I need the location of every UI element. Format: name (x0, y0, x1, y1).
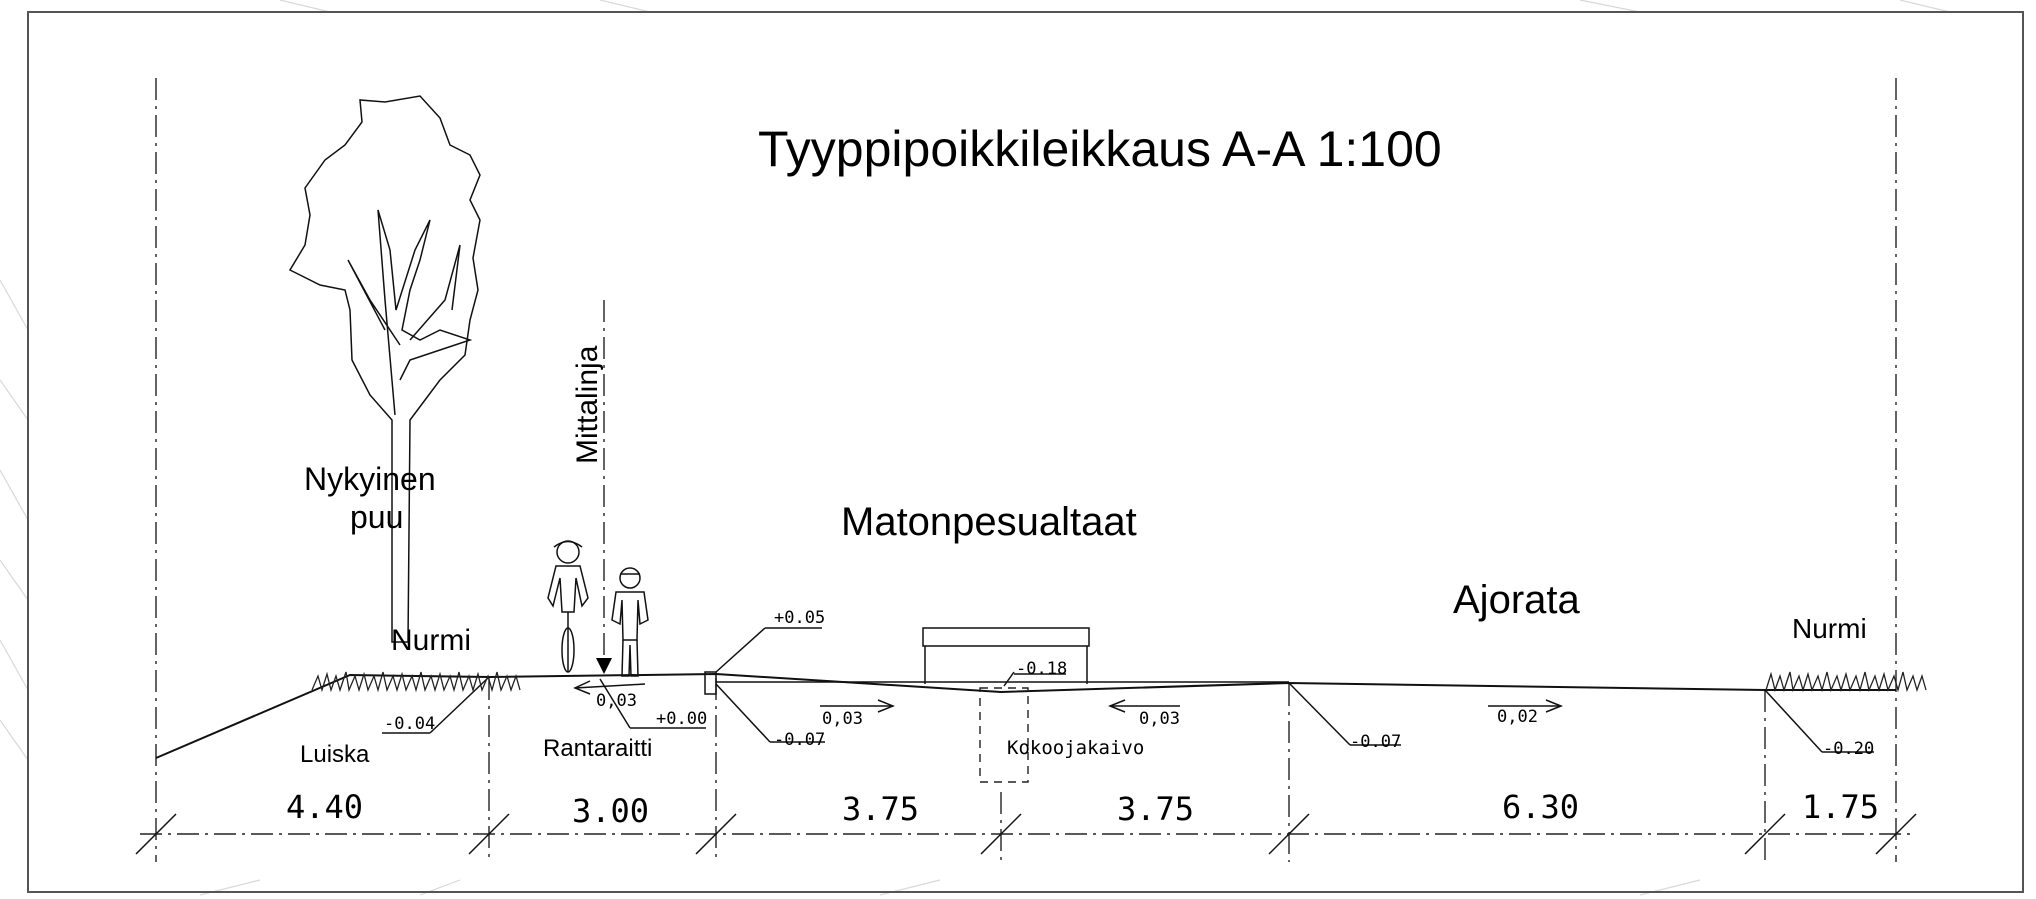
rantaraitti-label: Rantaraitti (543, 735, 652, 762)
dimension-value: 1.75 (1802, 788, 1879, 826)
elevation-label: -0.04 (384, 714, 435, 734)
luiska-label: Luiska (300, 741, 370, 768)
elevation-labels: -0.04 +0.00 +0.05 -0.07 -0.18 -0.07 -0.2… (382, 608, 1874, 759)
ajorata-label: Ajorata (1453, 578, 1580, 622)
dimension-value: 6.30 (1502, 788, 1579, 826)
pedestrian-icon (611, 567, 649, 677)
slope-label: 0,03 (596, 691, 637, 711)
measurement-line (596, 300, 612, 674)
elevation-label: -0.07 (1350, 732, 1401, 752)
dimension-value: 3.75 (1117, 790, 1194, 828)
elevation-label: -0.18 (1016, 659, 1067, 679)
cyclist-icon (547, 540, 589, 673)
grass-left (311, 671, 521, 693)
elevation-label: +0.00 (656, 709, 707, 729)
dimension-values: 4.40 3.00 3.75 3.75 6.30 1.75 (286, 788, 1879, 830)
ground-profile (155, 627, 1896, 759)
collector-well (979, 671, 1066, 783)
elevation-label: -0.20 (1823, 739, 1874, 759)
grass-right (1765, 671, 1927, 693)
section-boundaries (155, 78, 1897, 862)
kokoojakaivo-label: Kokoojakaivo (1007, 737, 1144, 759)
dimension-value: 3.75 (842, 790, 919, 828)
drawing-title: Tyyppipoikkileikkaus A-A 1:100 (758, 121, 1442, 177)
slope-label: 0,03 (822, 709, 863, 729)
nurmi-right-label: Nurmi (1792, 613, 1867, 644)
slope-label: 0,03 (1139, 709, 1180, 729)
slope-indicators: 0,03 0,03 0,03 0,02 (573, 680, 1564, 729)
dimension-line (135, 813, 1917, 855)
slope-label: 0,02 (1497, 707, 1538, 727)
tree-label-line-2: puu (350, 499, 403, 535)
matonpesualtaat-label: Matonpesualtaat (841, 500, 1137, 544)
drawing-frame (27, 11, 2024, 893)
nurmi-left-label: Nurmi (391, 624, 471, 657)
elevation-label: -0.07 (774, 730, 825, 750)
carpet-basin-icon (922, 627, 1090, 684)
tree-icon (288, 95, 481, 643)
elevation-label: +0.05 (774, 608, 825, 628)
mittalinja-label: Mittalinja (571, 345, 604, 464)
dimension-value: 3.00 (572, 792, 649, 830)
dimension-value: 4.40 (286, 788, 363, 826)
tree-label-line-1: Nykyinen (304, 461, 436, 497)
